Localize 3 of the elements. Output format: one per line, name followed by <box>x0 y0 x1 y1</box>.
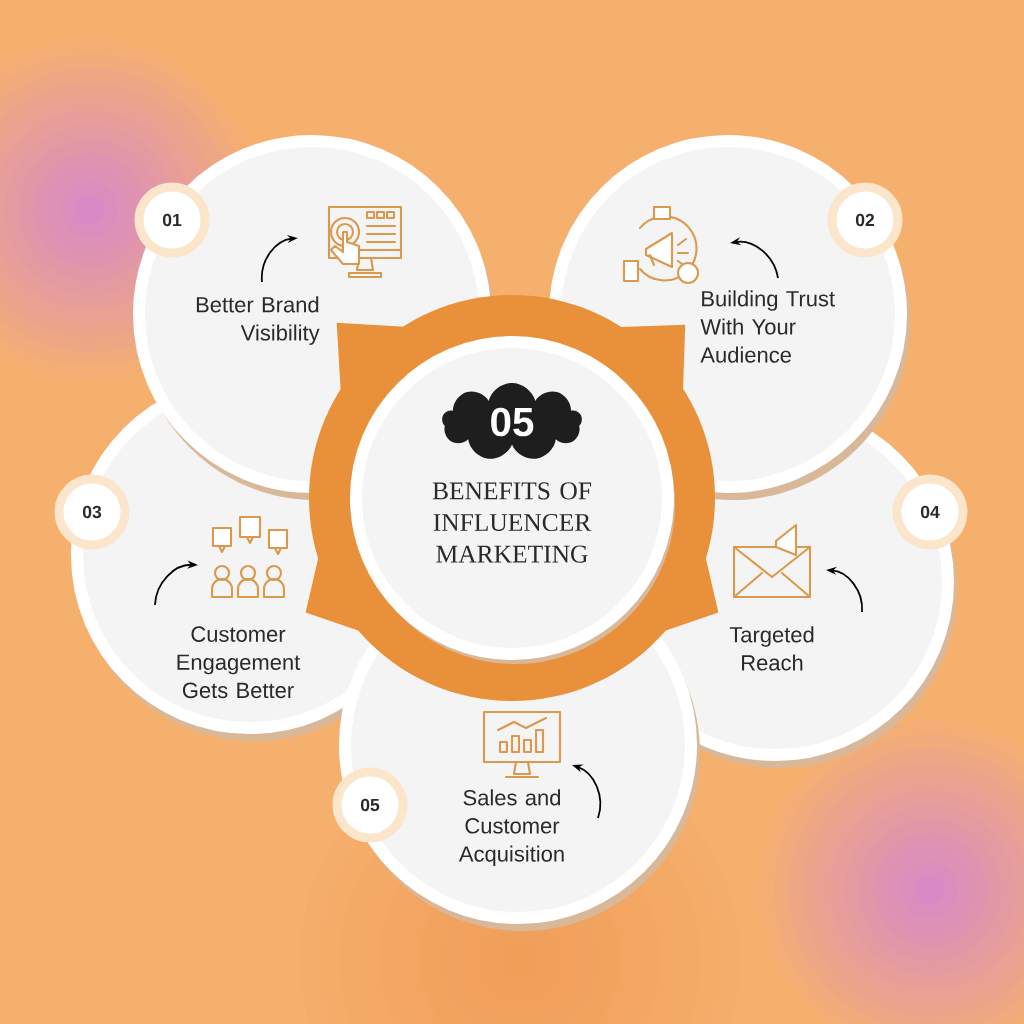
benefit-label: Targeted Reach <box>729 626 814 671</box>
title-text: BENEFITS OF INFLUENCER MARKETING <box>432 482 592 563</box>
number-badge: 04 <box>892 474 968 550</box>
